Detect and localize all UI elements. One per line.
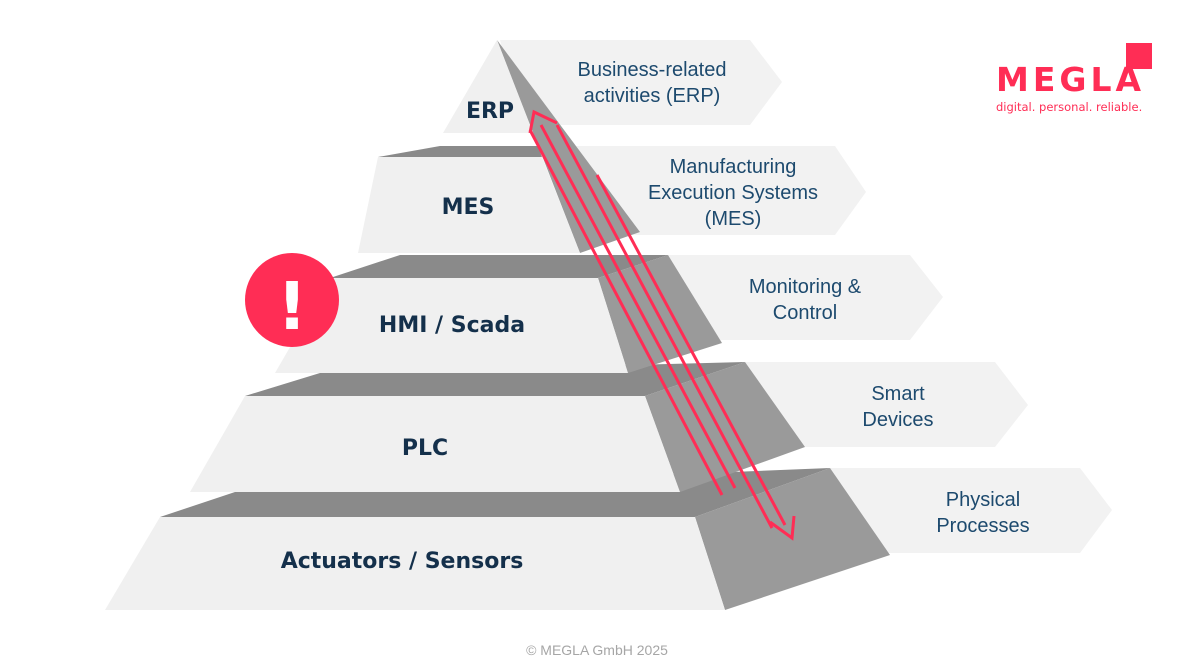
logo-tagline: digital. personal. reliable. xyxy=(996,100,1143,114)
svg-text:!: ! xyxy=(277,268,307,345)
layer-mes-erp xyxy=(358,40,640,253)
banner-mes xyxy=(560,146,866,235)
level-label-plc: PLC xyxy=(402,436,448,461)
banner-physical-line2: Processes xyxy=(936,515,1029,537)
level-label-erp: ERP xyxy=(466,99,514,124)
banner-hmi-line2: Control xyxy=(773,302,837,324)
banner-erp-line2: activities (ERP) xyxy=(584,85,721,107)
banner-hmi-line1: Monitoring & xyxy=(749,276,862,298)
description-banners xyxy=(500,40,1112,553)
arrow-down-icon xyxy=(555,124,796,541)
banner-plc-line2: Devices xyxy=(862,409,933,431)
layer-hmi xyxy=(275,255,722,373)
banner-physical-line1: Physical xyxy=(946,489,1020,511)
warning-icon: ! xyxy=(245,253,339,347)
banner-erp-line1: Business-related xyxy=(578,59,727,81)
banner-physical xyxy=(830,468,1112,553)
logo-wordmark: MEGLA xyxy=(996,60,1146,99)
banner-plc-line1: Smart xyxy=(871,383,925,405)
level-label-hmi: HMI / Scada xyxy=(379,313,525,338)
logo-square-icon xyxy=(1126,43,1152,69)
banner-mes-line1: Manufacturing xyxy=(670,156,797,178)
banner-hmi xyxy=(660,255,943,340)
banner-erp xyxy=(500,40,782,125)
megla-logo: MEGLA digital. personal. reliable. xyxy=(996,60,1146,115)
arrow-up-icon xyxy=(528,109,737,496)
banner-mes-line2: Execution Systems xyxy=(648,182,818,204)
data-flow-arrows xyxy=(528,109,796,541)
layer-plc xyxy=(190,362,805,492)
level-label-mes: MES xyxy=(442,195,495,220)
level-label-actuators: Actuators / Sensors xyxy=(281,549,524,574)
banner-plc xyxy=(740,362,1028,447)
banner-mes-line3: (MES) xyxy=(705,208,762,230)
copyright-footer: © MEGLA GmbH 2025 xyxy=(526,642,668,658)
